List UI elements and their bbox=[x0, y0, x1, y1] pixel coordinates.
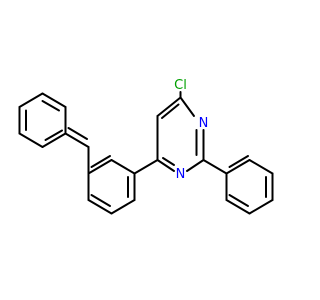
bond-r3-1-inner bbox=[67, 127, 88, 140]
bond-n3-c4 bbox=[179, 96, 195, 117]
bond-c2-phenyl bbox=[202, 159, 228, 175]
atom-labels: Cl N N bbox=[174, 78, 208, 182]
bond-ph-2 bbox=[248, 159, 274, 175]
bonds bbox=[18, 91, 274, 215]
bond-r3-7-inner bbox=[44, 129, 63, 141]
bond-r2-3-inner bbox=[90, 194, 111, 207]
bond-c4-c5-inner bbox=[161, 103, 180, 119]
bond-c6-n1 bbox=[156, 159, 175, 172]
bond-r3-3-inner bbox=[41, 100, 60, 112]
bond-c4-c5 bbox=[156, 96, 182, 117]
nitrogen-upper-atom-label: N bbox=[199, 116, 209, 131]
bond-r3-4 bbox=[18, 92, 44, 108]
bond-r2-5-inner bbox=[90, 155, 111, 168]
bond-ph-5-inner bbox=[228, 194, 249, 207]
bond-r3-6 bbox=[18, 132, 44, 148]
bond-ph-1-inner bbox=[228, 155, 249, 168]
bond-c6-n1-inner bbox=[162, 157, 175, 166]
bond-r2-3 bbox=[87, 199, 113, 215]
nitrogen-lower-atom-label: N bbox=[176, 167, 186, 182]
bond-ph-5 bbox=[225, 199, 251, 215]
bond-r2-5 bbox=[87, 159, 113, 175]
chlorine-atom-label: Cl bbox=[174, 78, 187, 93]
bond-r2-6 bbox=[110, 159, 136, 175]
bond-c6-ring2 bbox=[133, 159, 159, 175]
bond-r3-3 bbox=[41, 92, 67, 108]
bond-n1-c2 bbox=[186, 159, 205, 172]
bond-r3-7 bbox=[41, 132, 67, 148]
bond-r2-2 bbox=[110, 199, 136, 215]
bond-r3-1 bbox=[64, 132, 90, 148]
molecule-structure: Cl N N bbox=[18, 78, 274, 215]
bond-ph-4 bbox=[248, 199, 274, 215]
bond-ph-1 bbox=[225, 159, 251, 175]
